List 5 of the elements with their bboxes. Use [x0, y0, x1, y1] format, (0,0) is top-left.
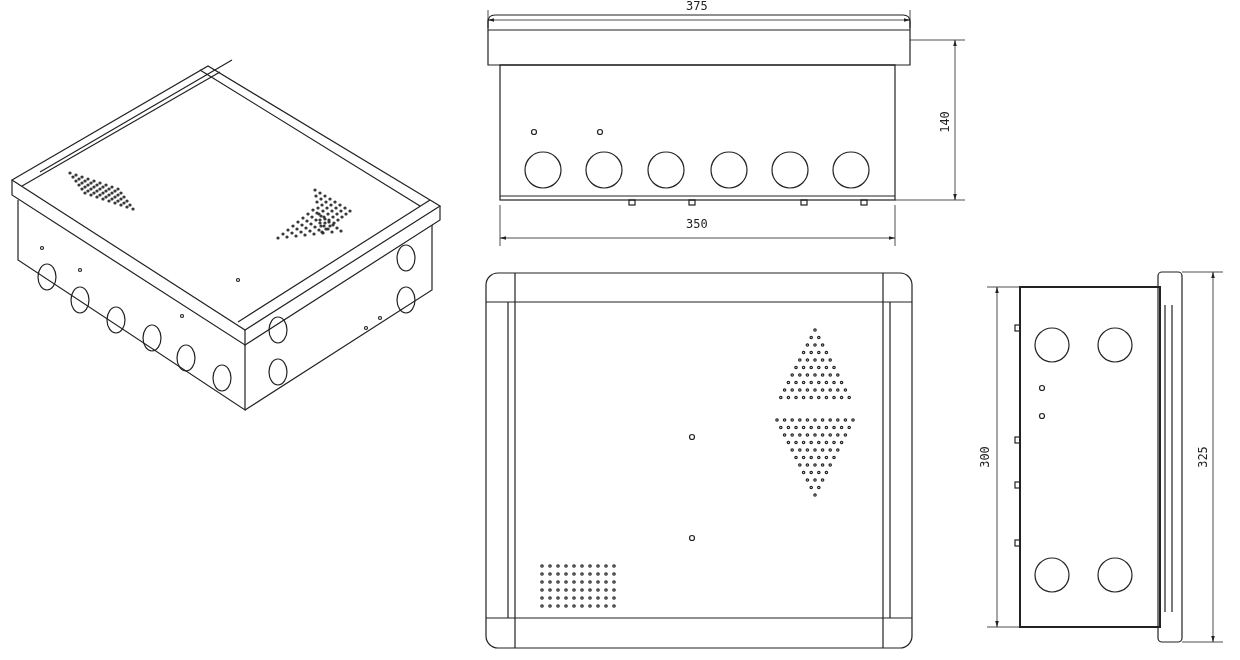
dimension-label: 375 [686, 0, 708, 13]
dimension-label: 140 [937, 111, 952, 133]
dimension-label: 350 [686, 217, 708, 231]
dimension-label: 300 [977, 446, 992, 468]
dimension-label: 325 [1195, 446, 1210, 468]
